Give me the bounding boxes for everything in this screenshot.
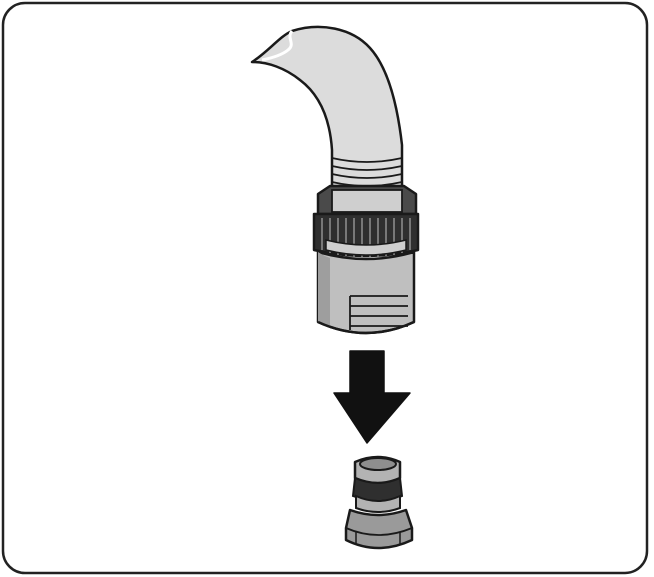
hose-connector xyxy=(312,184,420,258)
tap-adaptor xyxy=(344,455,414,550)
down-arrow xyxy=(333,350,411,444)
connector-sleeve xyxy=(316,250,416,335)
